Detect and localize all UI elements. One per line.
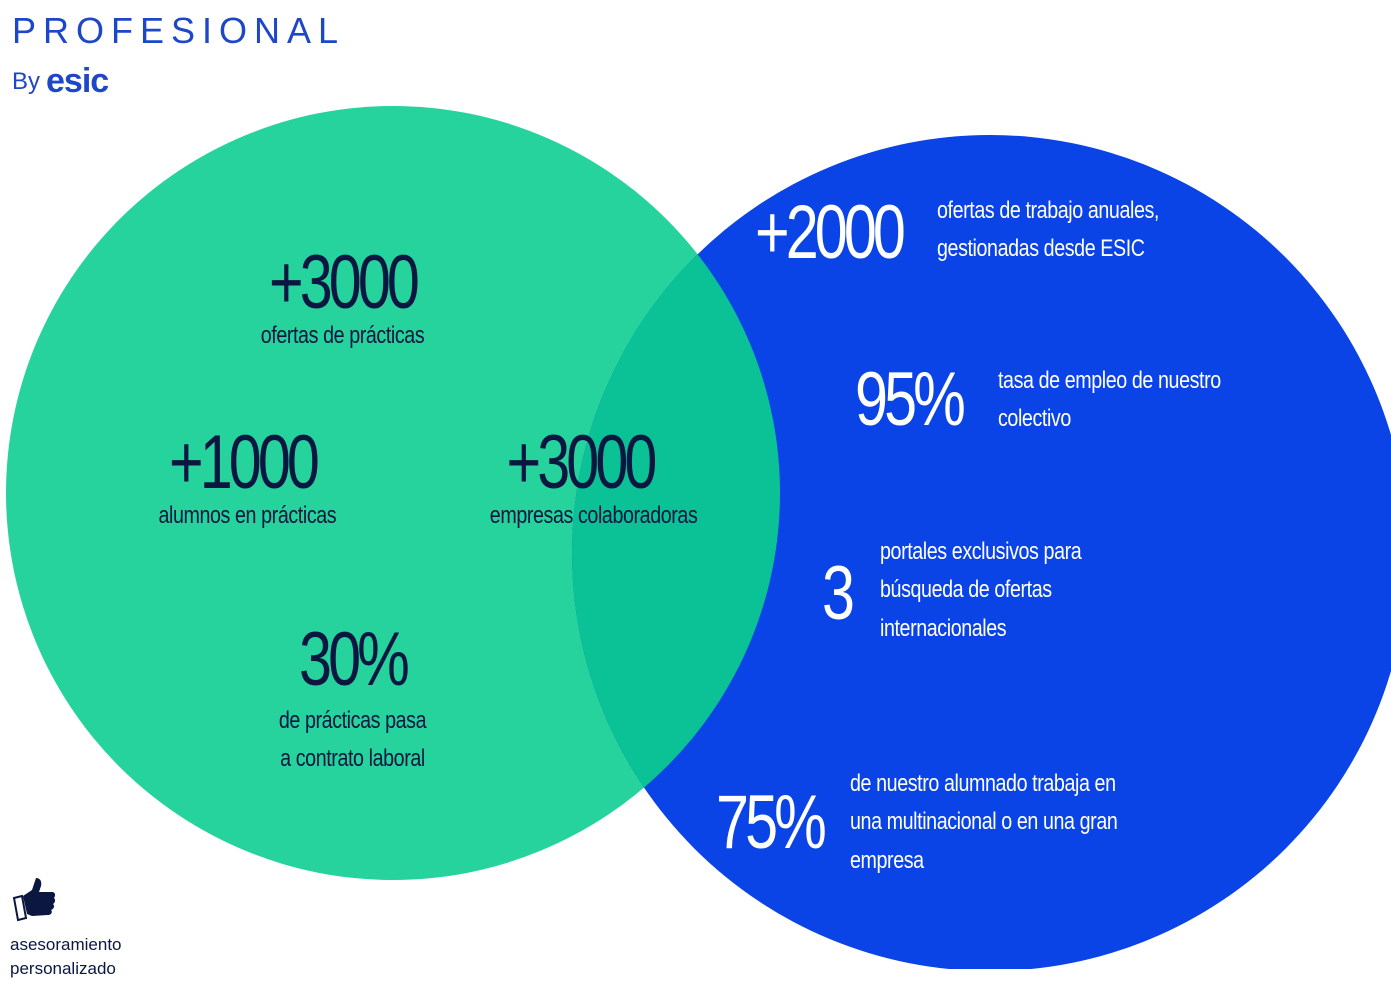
stat-value: +1000 [168, 420, 320, 505]
footer-label: asesoramiento personalizado [10, 933, 122, 981]
stat-text-line2: una multinacional o en una gran [850, 808, 1118, 836]
stat-label: alumnos en prácticas [158, 502, 337, 529]
brand-by: By [12, 67, 41, 95]
stat-text-line1: tasa de empleo de nuestro [998, 367, 1221, 394]
stat-value: +3000 [506, 420, 657, 505]
stat-text-line1: portales exclusivos para [880, 538, 1082, 565]
brand-byline: By esic [12, 62, 109, 101]
stat-value: 3 [822, 551, 855, 636]
stat-text-line1: de nuestro alumnado trabaja en [850, 770, 1116, 797]
stat-multinational-text: de nuestro alumnado trabaja en una multi… [850, 765, 1176, 880]
stat-practice-offers: +3000 ofertas de prácticas [240, 245, 445, 355]
stat-label-line2: a contrato laboral [280, 745, 425, 773]
stat-text-line2: búsqueda de ofertas [880, 576, 1052, 604]
stat-multinational: 75% [716, 785, 853, 861]
stat-job-offers-text: ofertas de trabajo anuales, gestionadas … [937, 192, 1208, 269]
stat-interns: +1000 alumnos en prácticas [140, 425, 345, 535]
stat-value: 30% [299, 617, 410, 702]
stat-partner-companies: +3000 empresas colaboradoras [470, 420, 698, 535]
stat-employment-rate: 95% [855, 362, 992, 438]
stat-text-line2: gestionadas desde ESIC [937, 235, 1145, 263]
stat-text-line3: internacionales [880, 614, 1007, 642]
stat-portals: 3 [822, 556, 859, 632]
stat-label: empresas colaboradoras [489, 502, 698, 529]
stat-value: 75% [716, 780, 827, 865]
stat-text-line3: empresa [850, 846, 924, 874]
stat-label-line1: de prácticas pasa [278, 707, 427, 734]
stat-portals-text: portales exclusivos para búsqueda de ofe… [880, 533, 1125, 648]
esic-logo: esic [46, 62, 109, 100]
footer-label-line1: asesoramiento [10, 935, 122, 954]
stat-text-line2: colectivo [998, 405, 1071, 433]
blue-circle [572, 135, 1391, 969]
thumbs-up-icon [10, 876, 56, 932]
stat-job-offers: +2000 [755, 195, 943, 271]
stat-employment-rate-text: tasa de empleo de nuestro colectivo [998, 362, 1270, 439]
stat-label: ofertas de prácticas [260, 322, 425, 349]
stat-value: 95% [855, 357, 966, 442]
brand-title: PROFESIONAL [12, 10, 346, 51]
stat-text-line1: ofertas de trabajo anuales, [937, 197, 1159, 224]
green-circle [6, 106, 780, 880]
stat-value: +2000 [755, 190, 906, 275]
stat-contract-rate: 30% de prácticas pasa a contrato laboral [250, 622, 455, 779]
stat-value: +3000 [268, 240, 420, 325]
